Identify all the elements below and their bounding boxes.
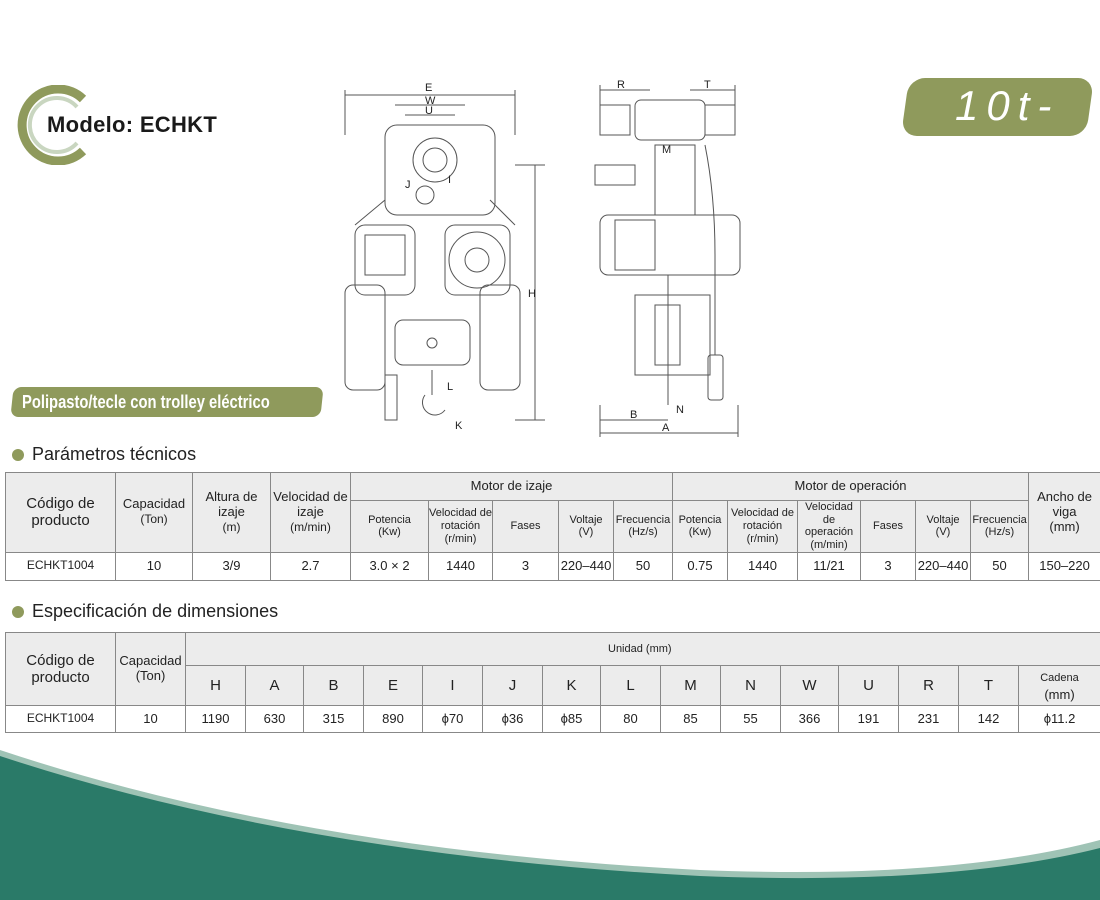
column-header-R: R — [898, 665, 959, 706]
column-header-T: T — [958, 665, 1019, 706]
table-cell: 10 — [115, 551, 193, 581]
table-cell: 366 — [780, 705, 839, 733]
table-cell: 50 — [969, 551, 1030, 581]
header-phases: Fases — [860, 500, 916, 553]
table-cell: 315 — [303, 705, 364, 733]
label-T: T — [704, 79, 711, 91]
table-cell: 3.0 × 2 — [350, 551, 429, 581]
column-header-N: N — [720, 665, 781, 706]
bullet-icon — [12, 448, 24, 461]
table-cell: 0.75 — [672, 551, 728, 581]
label-E: E — [425, 82, 432, 94]
column-header-W: W — [780, 665, 839, 706]
table-cell: ϕ85 — [542, 705, 601, 733]
label-W: W — [425, 95, 436, 107]
table-cell: ECHKT1004 — [5, 551, 116, 581]
table-cell: ECHKT1004 — [5, 705, 116, 733]
header-freq: Frecuencia(Hz/s) — [613, 500, 673, 553]
label-B: B — [630, 409, 637, 421]
header-phases: Fases — [492, 500, 559, 553]
header-capacity: Capacidad(Ton) — [115, 472, 193, 553]
table-cell: 890 — [363, 705, 423, 733]
header-capacity: Capacidad(Ton) — [115, 632, 186, 706]
table-cell: 191 — [838, 705, 899, 733]
label-U: U — [425, 105, 433, 117]
subtitle-text: Polipasto/tecle con trolley eléctrico — [22, 392, 270, 412]
technical-parameters-table: Código de producto Capacidad(Ton) Altura… — [5, 472, 1100, 581]
header-rot-speed: Velocidad de rotación(r/min) — [428, 500, 493, 553]
table-cell: 142 — [958, 705, 1019, 733]
table-cell: 150–220 — [1028, 551, 1100, 581]
label-K: K — [455, 420, 463, 432]
header-code: Código de producto — [5, 472, 116, 553]
side-view-drawing: R T M N B A — [594, 79, 741, 437]
label-H: H — [528, 288, 536, 300]
front-view-drawing: E W U J I H L K — [344, 82, 545, 432]
table-cell: 55 — [720, 705, 781, 733]
table-cell: 231 — [898, 705, 959, 733]
column-header-U: U — [838, 665, 899, 706]
table-cell: 1440 — [428, 551, 493, 581]
section-title: Especificación de dimensiones — [32, 601, 279, 621]
table-cell: 220–440 — [915, 551, 971, 581]
header-voltage: Voltaje(V) — [915, 500, 971, 553]
header-rot-speed: Velocidad de rotación(r/min) — [727, 500, 798, 553]
column-header-M: M — [660, 665, 721, 706]
header-power: Potencia(Kw) — [350, 500, 429, 553]
model-title: Modelo: ECHKT — [47, 112, 218, 137]
decorative-wave — [0, 750, 1100, 900]
column-header-I: I — [422, 665, 483, 706]
table-cell: 220–440 — [558, 551, 614, 581]
section-technical-title: Parámetros técnicos — [12, 444, 196, 465]
header-lift-motor: Motor de izaje — [350, 472, 673, 501]
logo-ring — [17, 85, 87, 165]
label-R: R — [617, 79, 625, 91]
table-cell: ϕ36 — [482, 705, 543, 733]
header-speed: Velocidad de izaje(m/min) — [270, 472, 351, 553]
table-cell: 85 — [660, 705, 721, 733]
table-cell: 2.7 — [270, 551, 351, 581]
column-header-K: K — [542, 665, 601, 706]
column-header-chain: Cadena(mm) — [1017, 665, 1100, 706]
dimensions-table: Código de producto Capacidad(Ton) Unidad… — [5, 632, 1100, 733]
header-voltage: Voltaje(V) — [558, 500, 614, 553]
header-beam: Ancho de viga(mm) — [1028, 472, 1100, 553]
header-code: Código de producto — [5, 632, 116, 706]
label-I: I — [448, 174, 451, 186]
bullet-icon — [12, 605, 24, 618]
column-header-H: H — [185, 665, 246, 706]
column-header-L: L — [600, 665, 661, 706]
capacity-badge-text: 10t- — [955, 82, 1060, 129]
label-L: L — [447, 381, 453, 393]
table-cell: 50 — [613, 551, 673, 581]
label-J: J — [405, 179, 411, 191]
section-dimensions-title: Especificación de dimensiones — [12, 601, 278, 622]
label-A: A — [662, 422, 670, 434]
table-cell: 3 — [860, 551, 916, 581]
header-power: Potencia(Kw) — [672, 500, 728, 553]
table-cell: 3 — [492, 551, 559, 581]
header-unit: Unidad (mm) — [184, 632, 1100, 666]
label-M: M — [662, 144, 671, 156]
column-header-E: E — [363, 665, 423, 706]
table-cell: 80 — [600, 705, 661, 733]
header-height: Altura de izaje(m) — [192, 472, 271, 553]
table-cell: 11/21 — [797, 551, 861, 581]
table-cell: 1190 — [185, 705, 246, 733]
header-op-speed: Velocidad de operación(m/min) — [797, 500, 861, 553]
column-header-J: J — [482, 665, 543, 706]
header-travel-motor: Motor de operación — [671, 472, 1030, 501]
section-title: Parámetros técnicos — [32, 444, 197, 464]
table-cell: 3/9 — [192, 551, 271, 581]
column-header-B: B — [303, 665, 364, 706]
table-cell: 1440 — [727, 551, 798, 581]
table-cell: 10 — [115, 705, 186, 733]
table-cell: ϕ11.2 — [1017, 705, 1100, 733]
header-freq: Frecuencia(Hz/s) — [969, 500, 1030, 553]
column-header-A: A — [245, 665, 304, 706]
table-cell: ϕ70 — [422, 705, 483, 733]
label-N: N — [676, 404, 684, 416]
